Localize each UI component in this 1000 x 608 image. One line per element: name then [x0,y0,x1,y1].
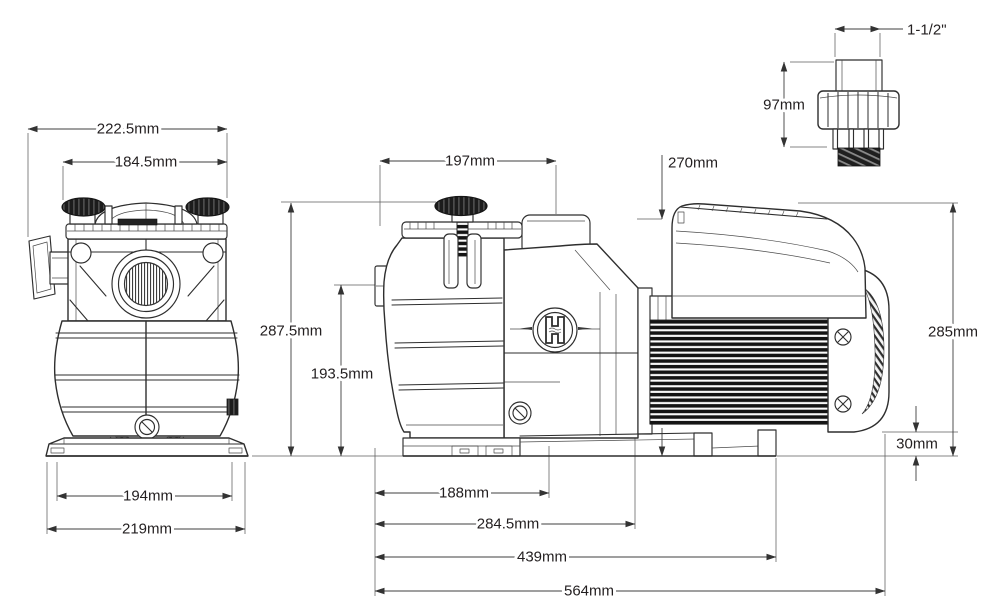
dim-side-cover-height-label: 270mm [668,155,718,172]
drive-cover [671,203,867,319]
union-fitting-drawing [817,59,900,167]
dim-side-front-foot-length-label: 188mm [439,485,489,502]
front-right-clamp-knob [185,197,230,217]
dimension-labels-layer: 222.5mm 184.5mm 194mm 219mm 197mm 270mm … [94,19,981,603]
dim-side-inlet-center-height-label: 193.5mm [311,366,374,383]
dim-side-strainer-width-label: 197mm [445,153,495,170]
dim-side-mid-foot-length-label: 284.5mm [477,516,540,533]
front-left-clamp-knob [61,197,106,217]
side-base-rail [402,429,777,457]
dim-side-motor-height-label: 285mm [928,324,978,341]
motor-cooling-fins [649,319,833,425]
threaded-tail [837,147,881,167]
dim-side-rear-clearance-label: 30mm [896,436,938,453]
dim-side-base-length-label: 439mm [517,549,567,566]
dim-front-lid-width-label: 184.5mm [115,154,178,171]
hayward-h-logo [510,307,600,353]
dim-front-base-overall-width-label: 219mm [122,521,172,538]
dim-fitting-pipe-size-label: 1-1/2" [907,22,947,39]
side-view-drawing [374,195,890,457]
dim-side-overall-height-label: 287.5mm [260,323,323,340]
side-clamp-knob [434,195,488,217]
dim-front-base-inner-width-label: 194mm [123,488,173,505]
dimension-lines-layer [27,25,958,596]
front-view-drawing [28,197,249,457]
dim-side-overall-length-label: 564mm [564,583,614,600]
dim-front-overall-width-label: 222.5mm [97,121,160,138]
dim-fitting-height-label: 97mm [763,97,805,114]
